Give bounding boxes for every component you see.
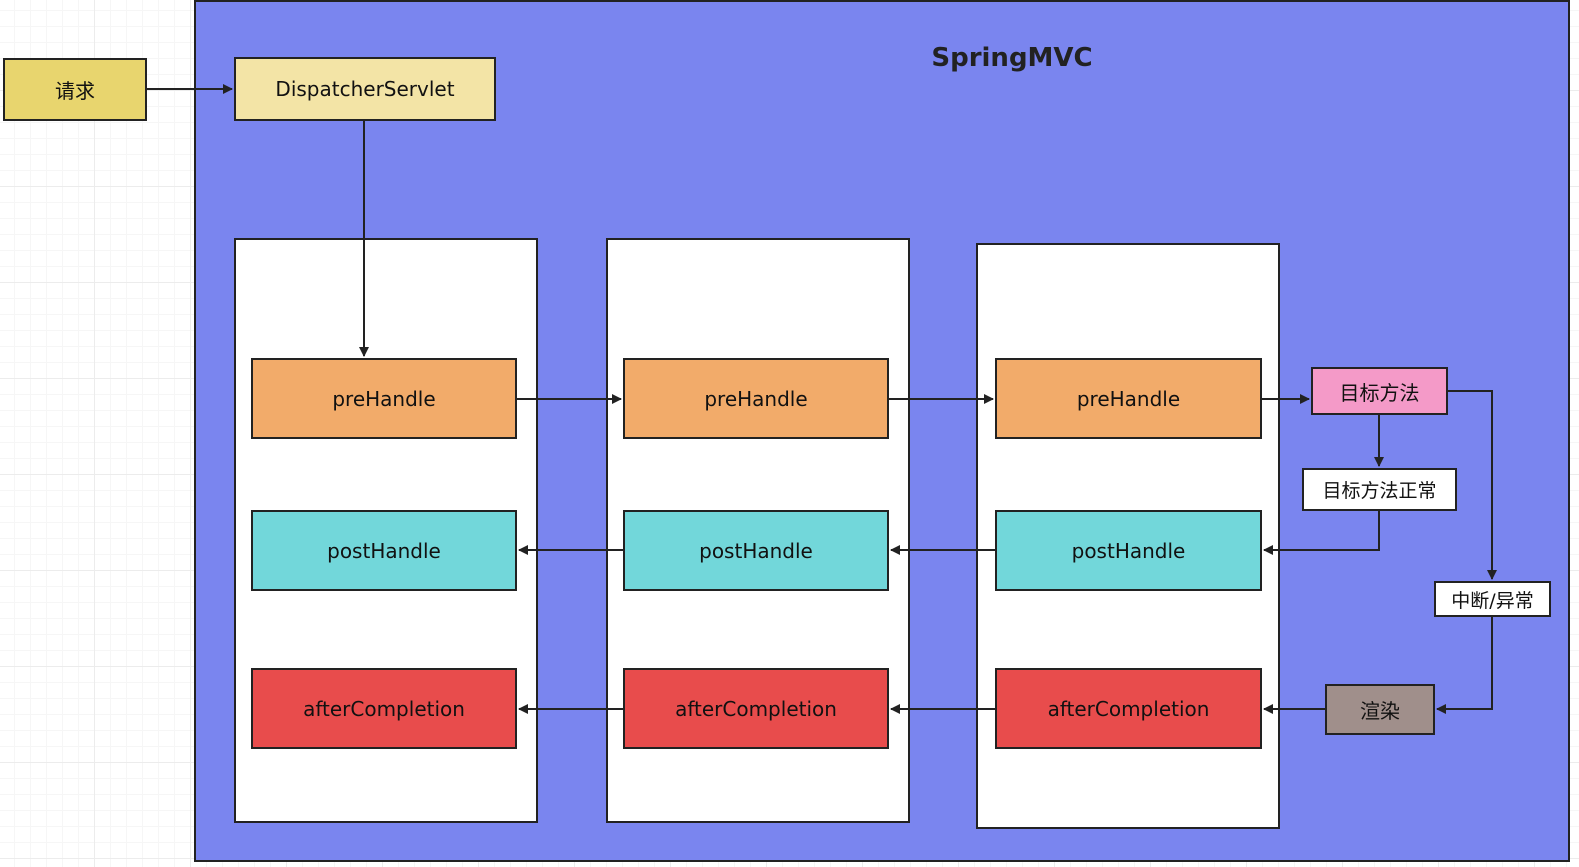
diagram-title: SpringMVC <box>931 43 1093 73</box>
target-method-node[interactable]: 目标方法 <box>1311 367 1448 415</box>
dispatcher-servlet-node[interactable]: DispatcherServlet <box>234 57 496 121</box>
interrupt-exception-node[interactable]: 中断/异常 <box>1434 581 1551 617</box>
prehandle-node-3[interactable]: preHandle <box>995 358 1262 439</box>
aftercompletion-node-2[interactable]: afterCompletion <box>623 668 889 749</box>
posthandle-node-1[interactable]: postHandle <box>251 510 517 591</box>
request-node[interactable]: 请求 <box>3 58 147 121</box>
posthandle-node-2[interactable]: postHandle <box>623 510 889 591</box>
posthandle-node-3[interactable]: postHandle <box>995 510 1262 591</box>
prehandle-node-2[interactable]: preHandle <box>623 358 889 439</box>
target-method-ok-node[interactable]: 目标方法正常 <box>1302 468 1457 511</box>
aftercompletion-node-3[interactable]: afterCompletion <box>995 668 1262 749</box>
render-node[interactable]: 渲染 <box>1325 684 1435 735</box>
aftercompletion-node-1[interactable]: afterCompletion <box>251 668 517 749</box>
prehandle-node-1[interactable]: preHandle <box>251 358 517 439</box>
